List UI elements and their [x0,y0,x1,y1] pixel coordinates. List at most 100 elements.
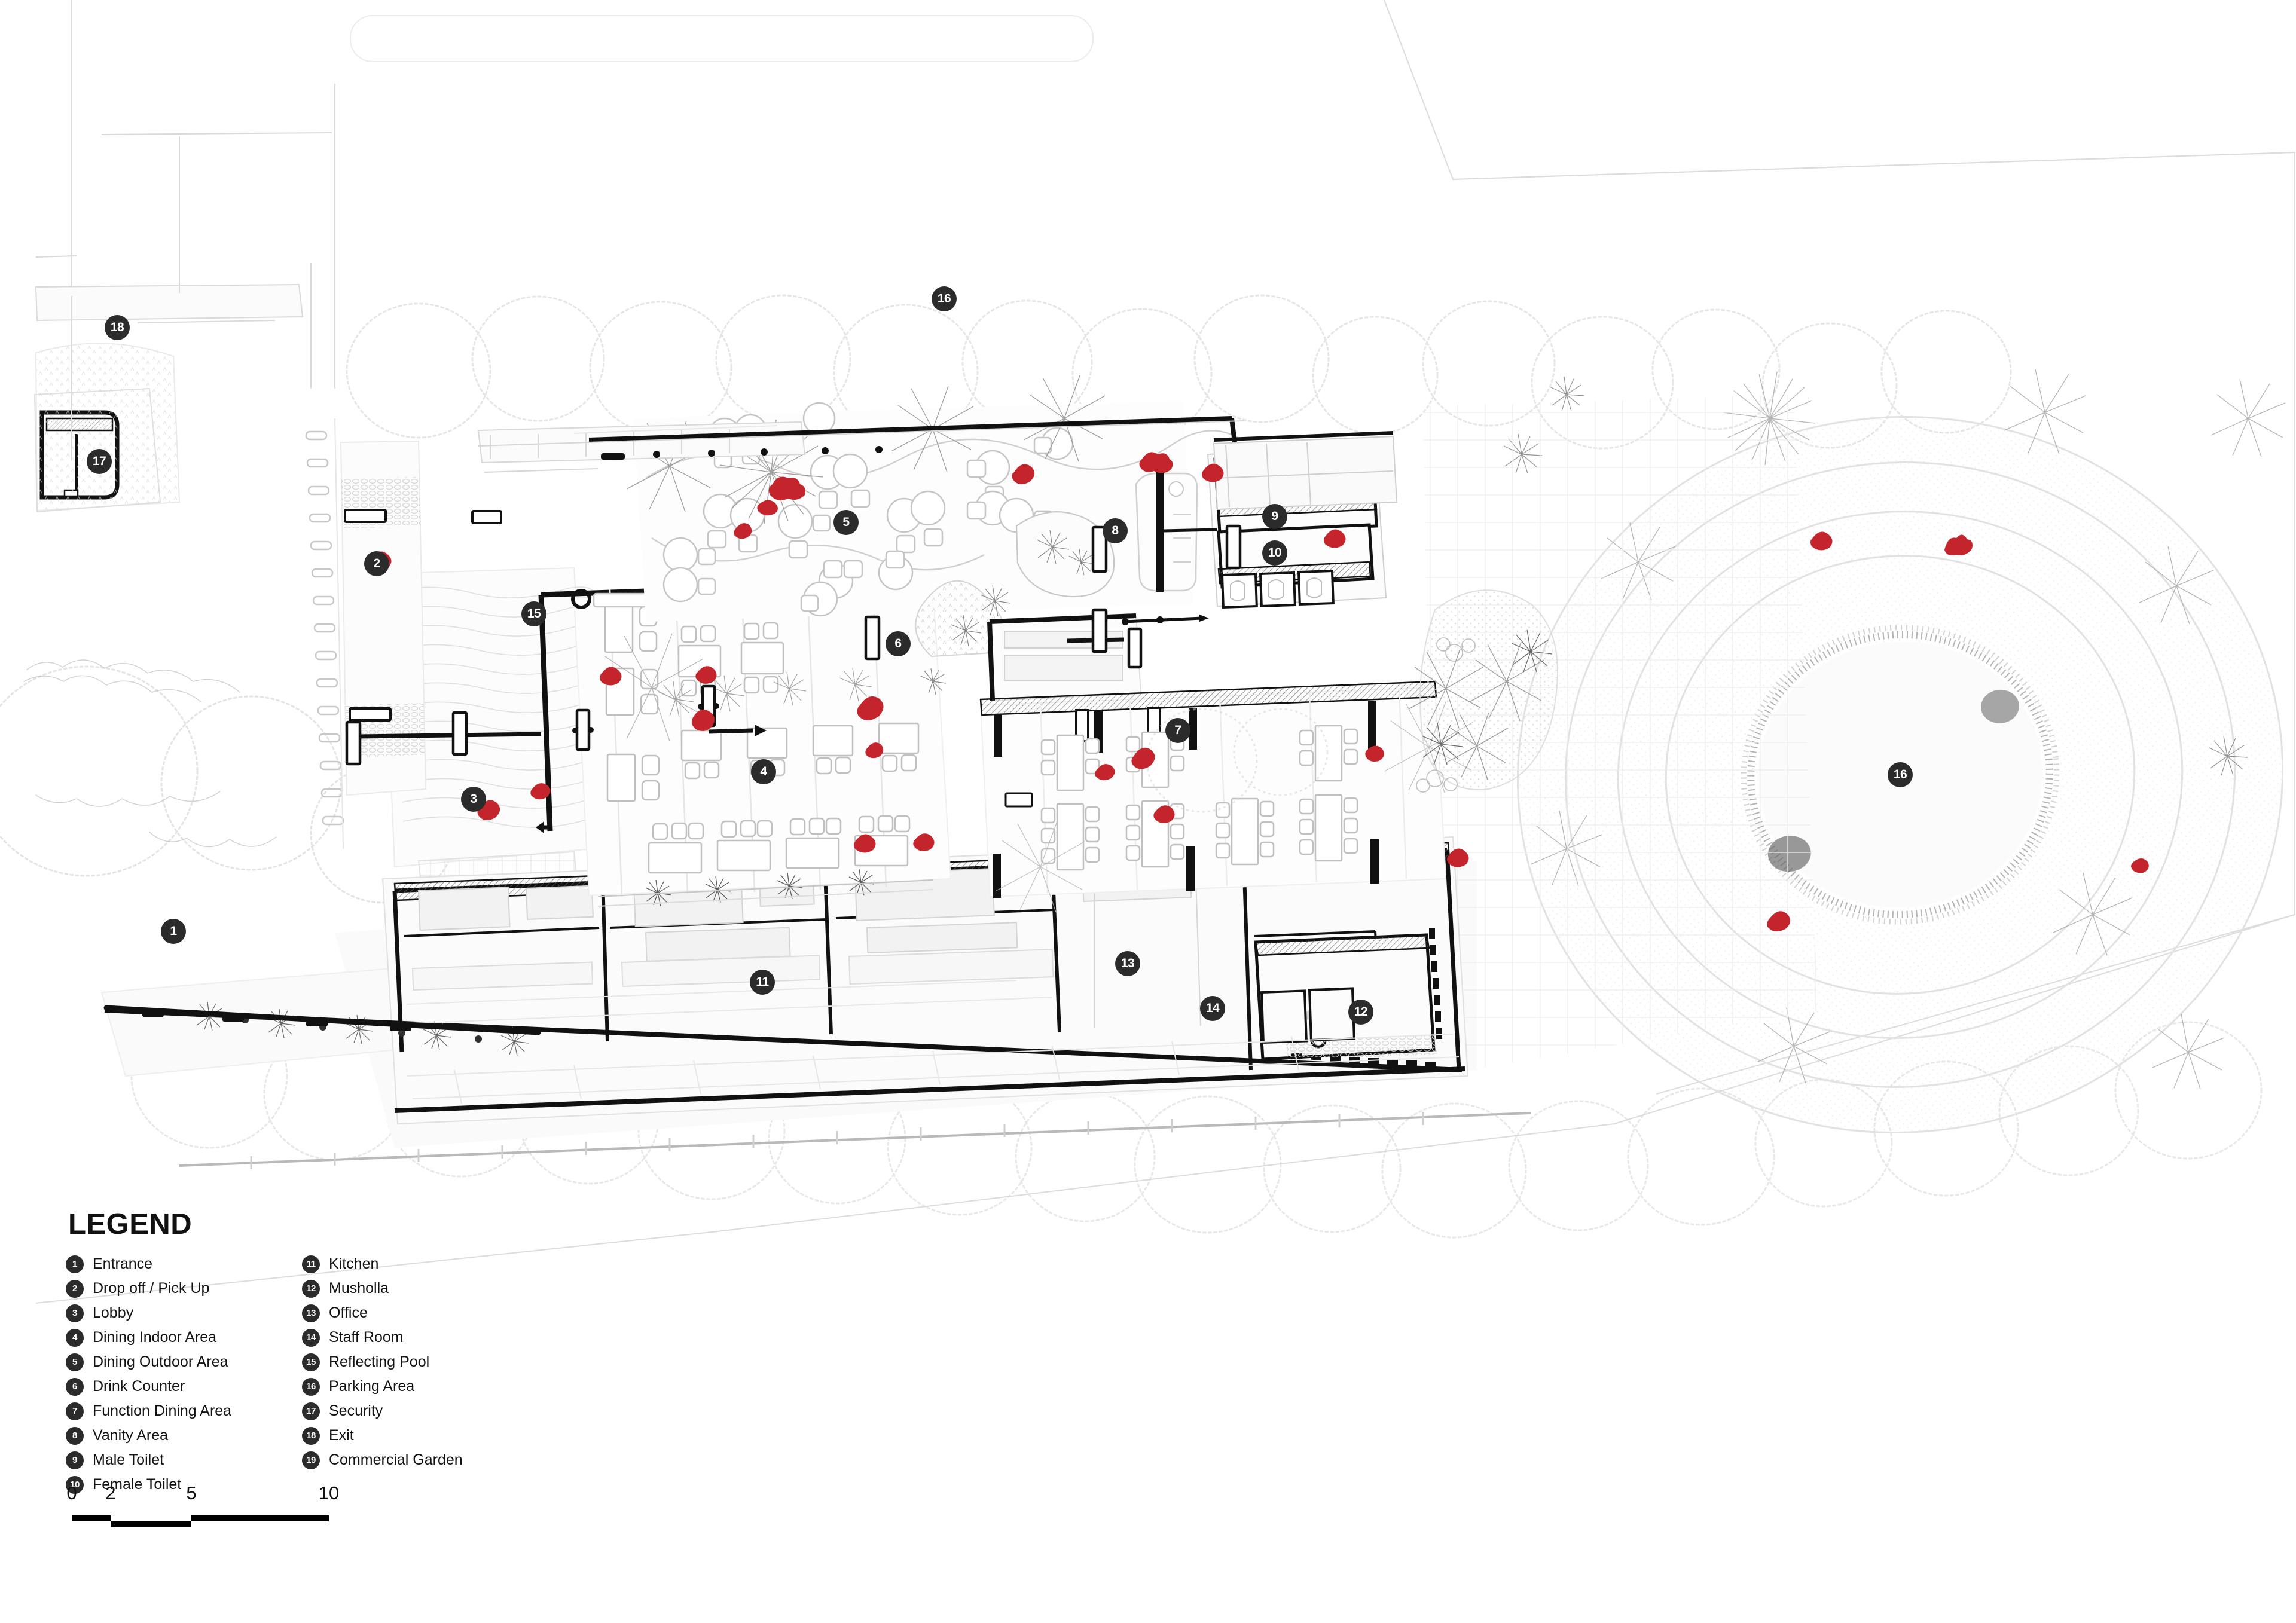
legend-number-badge: 5 [66,1353,84,1371]
plan-marker-16[interactable]: 16 [932,286,957,311]
legend-item-5[interactable]: 5 Dining Outdoor Area [66,1350,302,1374]
legend-item-19[interactable]: 19 Commercial Garden [302,1448,553,1472]
scale-segment-2 [111,1521,191,1527]
legend-number-badge: 16 [302,1377,320,1396]
legend-item-label: Function Dining Area [93,1402,232,1419]
legend-item-label: Exit [329,1427,354,1444]
plan-marker-4[interactable]: 4 [751,759,776,784]
legend-number-badge: 6 [66,1377,84,1396]
courtyard-planters [920,585,1011,695]
plan-marker-10[interactable]: 10 [1262,540,1287,566]
legend-number-badge: 14 [302,1328,320,1347]
legend-item-17[interactable]: 17 Security [302,1399,553,1423]
plan-marker-2[interactable]: 2 [364,551,389,576]
legend-item-2[interactable]: 2 Drop off / Pick Up [66,1276,302,1301]
legend-item-3[interactable]: 3 Lobby [66,1301,302,1325]
legend-number-badge: 2 [66,1279,84,1298]
scale-segment-1 [72,1515,111,1521]
title-placeholder-box [350,15,1094,62]
scale-tick-0: 0 [66,1483,77,1503]
outdoor-planter-bed [1015,511,1115,598]
plan-marker-7[interactable]: 7 [1165,718,1190,743]
legend-item-label: Dining Indoor Area [93,1329,217,1346]
plan-marker-5[interactable]: 5 [833,510,859,535]
legend-item-label: Kitchen [329,1255,379,1272]
legend-number-badge: 13 [302,1304,320,1322]
plan-marker-11[interactable]: 11 [750,970,775,995]
legend-item-9[interactable]: 9 Male Toilet [66,1448,302,1472]
legend-number-badge: 17 [302,1402,320,1420]
legend-item-label: Drink Counter [93,1378,185,1395]
legend-number-badge: 3 [66,1304,84,1322]
commercial-garden [1408,589,1558,793]
plan-marker-14[interactable]: 14 [1200,996,1225,1021]
legend-item-label: Security [329,1402,383,1419]
legend-item-10[interactable]: 10 Female Toilet [66,1472,302,1497]
legend-item-8[interactable]: 8 Vanity Area [66,1423,302,1448]
entry-axis-line [103,1005,541,1035]
legend-number-badge: 10 [66,1475,84,1494]
legend-item-label: Musholla [329,1280,389,1297]
plan-marker-13[interactable]: 13 [1115,951,1140,976]
plan-marker-15[interactable]: 15 [521,601,546,626]
column-tags [345,524,1242,766]
drink-counter [987,613,1209,702]
legend-number-badge: 8 [66,1426,84,1445]
security-post [33,343,181,513]
legend-item-label: Reflecting Pool [329,1353,430,1370]
scale-tick-10: 10 [318,1483,340,1503]
legend-item-14[interactable]: 14 Staff Room [302,1325,553,1350]
legend-number-badge: 19 [302,1451,320,1469]
legend-item-label: Commercial Garden [329,1451,463,1468]
legend-item-label: Dining Outdoor Area [93,1353,228,1370]
legend-item-label: Parking Area [329,1378,415,1395]
legend-item-12[interactable]: 12 Musholla [302,1276,553,1301]
rear-paving [406,1034,1460,1104]
legend-item-4[interactable]: 4 Dining Indoor Area [66,1325,302,1350]
legend-number-badge: 4 [66,1328,84,1347]
scale-tick-5: 5 [186,1483,197,1503]
legend-item-label: Lobby [93,1304,134,1321]
plan-marker-8[interactable]: 8 [1103,518,1128,543]
legend-item-7[interactable]: 7 Function Dining Area [66,1399,302,1423]
plan-marker-17[interactable]: 17 [87,449,112,474]
north-store-block [1213,435,1398,511]
legend-number-badge: 18 [302,1426,320,1445]
legend-item-label: Office [329,1304,368,1321]
legend-item-label: Staff Room [329,1329,404,1346]
legend-item-label: Male Toilet [93,1451,164,1468]
shrub-strip-front [597,869,933,907]
legend-number-badge: 9 [66,1451,84,1469]
plan-marker-12[interactable]: 12 [1348,1000,1373,1025]
legend-item-label: Vanity Area [93,1427,169,1444]
scale-segment-3 [191,1515,329,1521]
legend-item-6[interactable]: 6 Drink Counter [66,1374,302,1399]
plan-marker-1[interactable]: 1 [161,919,186,944]
legend-item-16[interactable]: 16 Parking Area [302,1374,553,1399]
plan-marker-6[interactable]: 6 [886,631,911,656]
plan-marker-3[interactable]: 3 [461,787,486,812]
plan-marker-18[interactable]: 18 [105,315,130,340]
dropoff-drive [305,418,502,849]
legend-item-label: Drop off / Pick Up [93,1280,210,1297]
exit-area [35,84,335,460]
human-figures [370,452,2149,932]
legend-number-badge: 7 [66,1402,84,1420]
legend-item-18[interactable]: 18 Exit [302,1423,553,1448]
legend-number-badge: 1 [66,1255,84,1273]
plan-marker-16[interactable]: 16 [1888,762,1913,787]
plan-marker-9[interactable]: 9 [1262,504,1287,529]
legend-item-label: Female Toilet [93,1476,182,1493]
function-dining [979,680,1474,913]
legend-item-13[interactable]: 13 Office [302,1301,553,1325]
legend-number-badge: 12 [302,1279,320,1298]
north-service-strip [477,421,806,464]
